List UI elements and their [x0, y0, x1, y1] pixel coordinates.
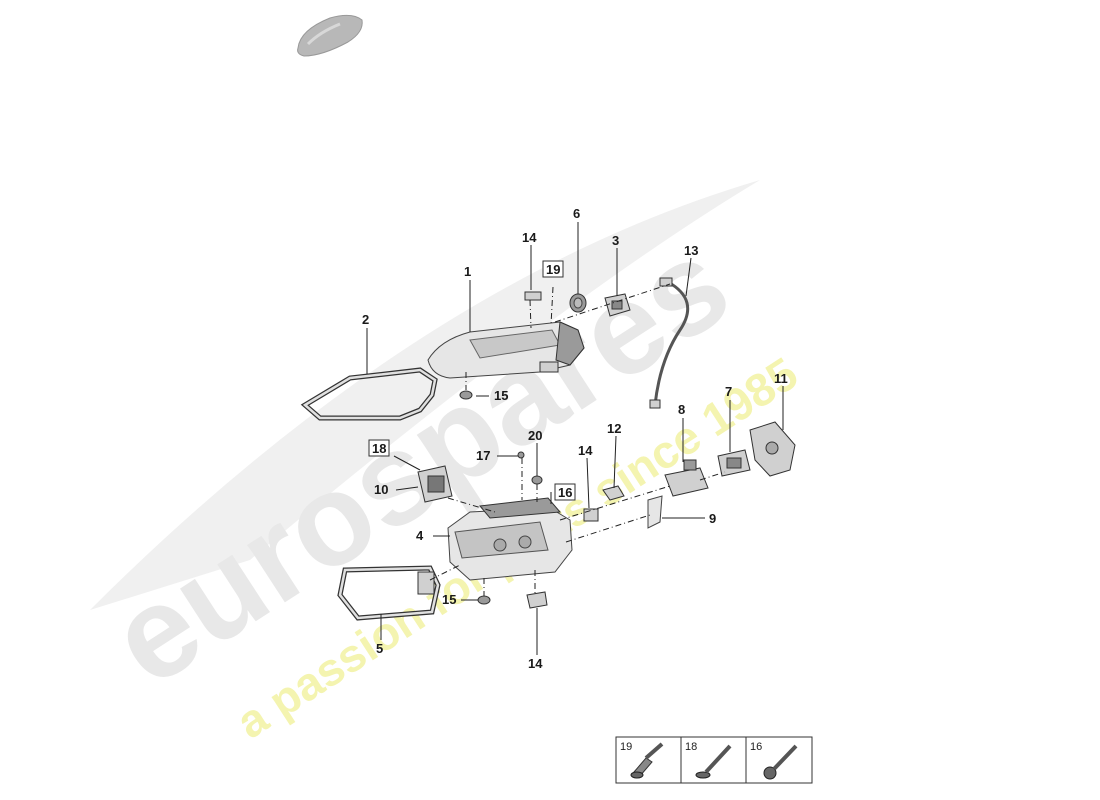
callout-4: 4 — [416, 528, 424, 543]
car-icon — [297, 14, 363, 57]
callout-11: 11 — [774, 371, 788, 386]
fastener-legend: 19 18 16 — [615, 736, 813, 784]
screw-flat-head-icon — [630, 742, 664, 779]
callout-19: 19 — [546, 262, 560, 277]
control-unit-part-10 — [417, 465, 453, 503]
module-part-3 — [604, 293, 631, 317]
callout-8: 8 — [678, 402, 685, 417]
callout-16: 16 — [558, 485, 572, 500]
callout-16-box — [554, 483, 576, 501]
headlight-housing-upper — [427, 321, 585, 379]
callout-6: 6 — [573, 206, 580, 221]
callout-18-box — [368, 439, 390, 457]
callout-10: 10 — [374, 482, 388, 497]
gasket-frame-upper — [300, 367, 438, 421]
watermark: eurospares a passion for parts since 198… — [86, 180, 807, 748]
callouts: 1 2 3 4 5 6 7 8 9 10 11 12 13 14 14 14 1… — [362, 206, 788, 671]
clip-part-14-middle — [583, 508, 599, 522]
plug-part-15-lower — [477, 595, 491, 605]
connector-part-7 — [717, 449, 751, 477]
callout-14-middle: 14 — [578, 443, 593, 458]
legend-cell-19: 19 — [620, 741, 664, 779]
plug-part-15-upper — [459, 390, 473, 400]
legend-label-16: 16 — [750, 741, 762, 753]
sensor-part-12 — [602, 485, 625, 501]
clip-part-14-lower — [526, 591, 548, 609]
assembly-lines — [429, 283, 726, 596]
legend-cell-18: 18 — [685, 741, 732, 779]
callout-1: 1 — [464, 264, 471, 279]
headlight-housing-lower — [447, 497, 573, 581]
callout-15-upper: 15 — [494, 388, 508, 403]
callout-12: 12 — [607, 421, 621, 436]
watermark-swoosh — [90, 180, 760, 610]
bracket-part-9 — [647, 495, 663, 529]
callout-18: 18 — [372, 441, 386, 456]
callout-2: 2 — [362, 312, 369, 327]
callout-9: 9 — [709, 511, 716, 526]
callout-14-upper: 14 — [522, 230, 537, 245]
callout-3: 3 — [612, 233, 619, 248]
clip-part-14-upper — [524, 291, 542, 301]
callout-15-lower: 15 — [442, 592, 456, 607]
legend-label-19: 19 — [620, 741, 632, 753]
actuator-part-8 — [664, 459, 709, 497]
gasket-frame-lower — [337, 565, 441, 621]
callout-20: 20 — [528, 428, 542, 443]
grommet-part-20 — [531, 475, 543, 485]
cable-part-13 — [649, 277, 690, 409]
pin-part-17 — [517, 451, 525, 459]
callout-5: 5 — [376, 641, 383, 656]
cover-part-11 — [749, 421, 796, 477]
callout-7: 7 — [725, 384, 732, 399]
callout-14-lower: 14 — [528, 656, 543, 671]
callout-13: 13 — [684, 243, 698, 258]
leader-lines — [366, 222, 784, 655]
callout-17: 17 — [476, 448, 490, 463]
legend-cell-16: 16 — [750, 741, 798, 780]
callout-19-box — [542, 260, 564, 278]
cap-part-6 — [569, 293, 587, 313]
screw-flat-head-icon — [695, 744, 732, 779]
screw-round-head-icon — [763, 744, 798, 780]
legend-label-18: 18 — [685, 741, 697, 753]
